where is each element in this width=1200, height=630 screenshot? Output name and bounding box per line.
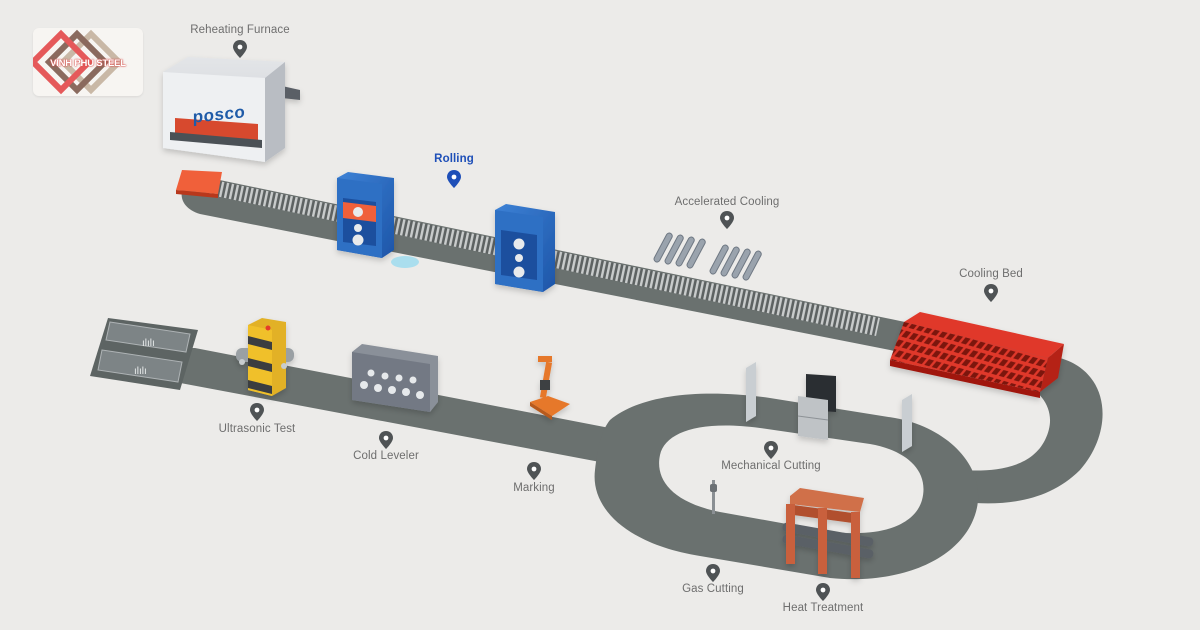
loop-track	[594, 393, 979, 580]
mechanical-cutting-label[interactable]: Mechanical Cutting	[721, 460, 821, 472]
svg-text:ılılı: ılılı	[134, 366, 147, 377]
reheating-furnace-label[interactable]: Reheating Furnace	[190, 24, 290, 36]
ultrasonic-test-pin-icon[interactable]	[250, 403, 264, 421]
rolling-mill-2	[495, 204, 555, 292]
cold-leveler-pin-icon[interactable]	[379, 431, 393, 449]
rolling-mill-1	[337, 172, 394, 258]
accelerated-cooling-machine	[653, 232, 762, 281]
rolling-glow	[391, 256, 419, 268]
vinh-phu-steel-logo: VINH PHU STEEL	[33, 28, 143, 96]
finished-plates: ılılı ılılı	[97, 321, 191, 383]
marking-pin-icon[interactable]	[527, 462, 541, 480]
gas-cutting-pin-icon[interactable]	[706, 564, 720, 582]
gas-cutting-torch	[710, 480, 717, 514]
cooling-bed-machine	[890, 312, 1064, 398]
logo-text: VINH PHU STEEL	[50, 58, 126, 69]
cooling-pipe	[731, 248, 751, 279]
heat-treatment-pin-icon[interactable]	[816, 583, 830, 601]
rolling-pin-icon[interactable]	[447, 170, 461, 188]
heat-treatment-machine	[782, 488, 874, 578]
mechanical-cutting-machine	[746, 362, 912, 452]
ultrasonic-test-label[interactable]: Ultrasonic Test	[218, 423, 296, 435]
cooling-pipe	[742, 250, 762, 281]
cooling-pipe	[653, 232, 673, 263]
hot-slab	[176, 170, 222, 198]
cooling-pipe	[709, 244, 729, 275]
gas-cutting-label[interactable]: Gas Cutting	[682, 583, 744, 595]
cooling-bed-pin-icon[interactable]	[984, 284, 998, 302]
logo-diamonds-icon	[33, 29, 124, 95]
rolling-label[interactable]: Rolling	[434, 153, 474, 165]
cold-leveler-machine	[352, 344, 438, 412]
cold-leveler-label[interactable]: Cold Leveler	[353, 450, 419, 462]
svg-text:ılılı: ılılı	[142, 338, 155, 349]
reheating-furnace-machine	[163, 57, 300, 162]
cooling-pipe	[675, 236, 695, 267]
mechanical-cutting-pin-icon[interactable]	[764, 441, 778, 459]
marking-label[interactable]: Marking	[513, 482, 555, 494]
cooling-bed-label[interactable]: Cooling Bed	[959, 268, 1023, 280]
cooling-pipe	[664, 234, 684, 265]
ultrasonic-test-machine	[236, 318, 294, 396]
reheating-furnace-pin-icon[interactable]	[233, 40, 247, 58]
accelerated-cooling-pin-icon[interactable]	[720, 211, 734, 229]
heat-treatment-label[interactable]: Heat Treatment	[782, 602, 864, 614]
accelerated-cooling-label[interactable]: Accelerated Cooling	[674, 196, 780, 208]
marking-robot	[530, 356, 570, 420]
cooling-pipe	[720, 246, 740, 277]
cooling-pipe	[686, 238, 706, 269]
